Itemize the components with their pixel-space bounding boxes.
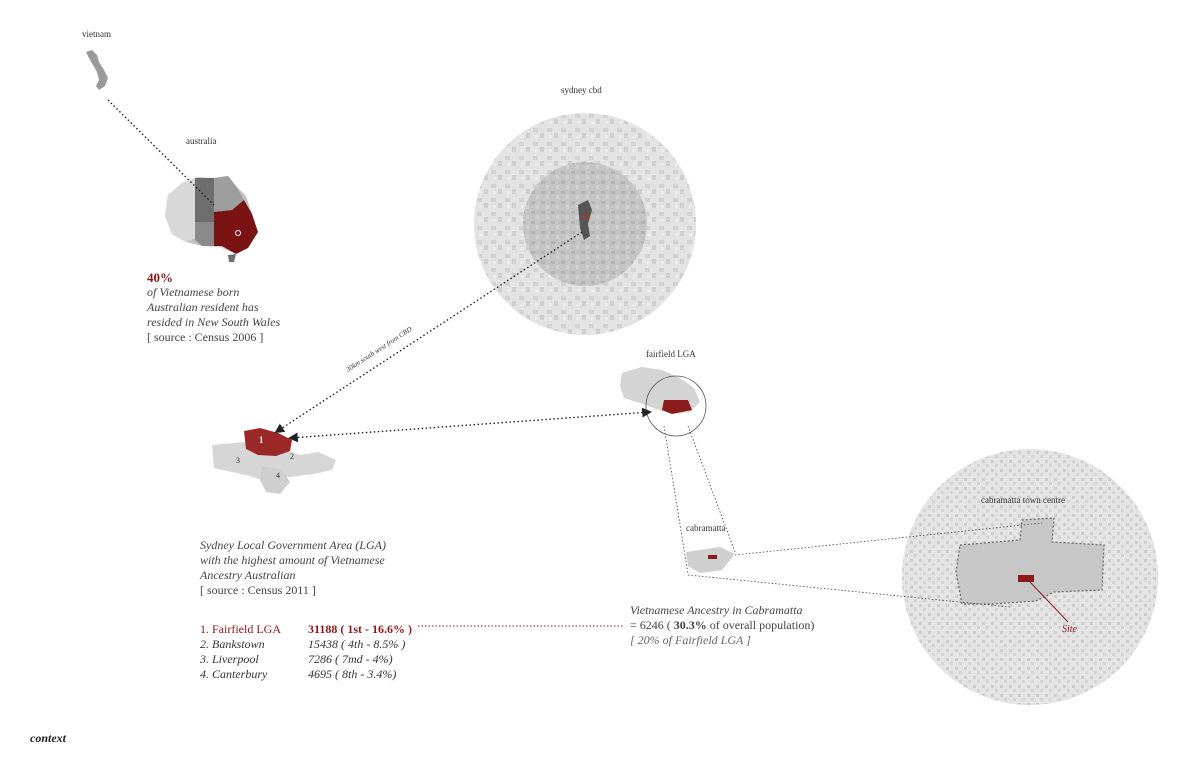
vietnam-map: [86, 50, 108, 90]
cabramatta-town-centre-map: [902, 449, 1158, 705]
ranking-value: 31188 ( 1st - 16.6% ): [308, 622, 412, 636]
lga-number-1: 1: [259, 435, 264, 445]
vietnam-label: vietnam: [82, 29, 111, 39]
cabramatta-town-centre-label: cabramatta town centre: [981, 495, 1065, 505]
lga-stat: Sydney Local Government Area (LGA) with …: [200, 538, 386, 598]
ranking-value: 7286 ( 7md - 4%): [308, 652, 393, 666]
ranking-name: 1. Fairfield LGA: [200, 622, 281, 636]
lga-stat-source: [ source : Census 2011 ]: [200, 583, 316, 597]
lga-stat-line2: with the highest amount of Vietnamese: [200, 553, 385, 567]
context-title: context: [30, 731, 66, 745]
lga-stat-line1: Sydney Local Government Area (LGA): [200, 538, 386, 552]
cabramatta-stat-line1: Vietnamese Ancestry in Cabramatta: [630, 603, 803, 617]
australia-stat-percent: 40%: [147, 270, 173, 285]
sydney-cbd-label: sydney cbd: [561, 85, 602, 95]
australia-label: australia: [186, 136, 217, 146]
australia-stat-line3: resided in New South Wales: [147, 315, 281, 329]
ranking-value: 4695 ( 8th - 3.4%): [308, 667, 397, 681]
lga-number-2: 2: [290, 452, 294, 461]
cabramatta-stat-line2: = 6246 ( 30.3% of overall population): [630, 618, 814, 633]
ranking-name: 2. Bankstown: [200, 637, 265, 651]
cabramatta-stat: Vietnamese Ancestry in Cabramatta = 6246…: [630, 603, 814, 648]
fairfield-lga-map: [620, 367, 707, 437]
lga-number-3: 3: [236, 456, 240, 465]
route-label: 30km south west from CBD: [344, 325, 414, 374]
cabramatta-stat-population: of overall population): [709, 618, 815, 632]
cabramatta-label: cabramatta: [686, 523, 726, 533]
australia-stat-line2: Australian resident has: [147, 300, 259, 314]
ranking-name: 4. Canterbury: [200, 667, 268, 681]
australia-stat-source: [ source : Census 2006 ]: [147, 330, 264, 344]
australia-stat-line1: of Vietnamese born: [147, 285, 240, 299]
site-label: Site: [1062, 624, 1077, 635]
cabramatta-stat-percent: 30.3%: [673, 618, 707, 632]
connector-lines: [107, 99, 652, 443]
sydney-cbd-map: [474, 113, 696, 335]
cabramatta-map: [686, 547, 735, 573]
sydney-lga-map: [212, 428, 336, 494]
lga-number-4: 4: [276, 471, 280, 480]
australia-stat: 40% of Vietnamese born Australian reside…: [147, 270, 280, 345]
lga-stat-line3: Ancestry Australian: [200, 568, 296, 582]
ranking-value: 15438 ( 4th - 8.5% ): [308, 637, 406, 651]
ranking-name: 3. Liverpool: [200, 652, 259, 666]
cabramatta-stat-line3: [ 20% of Fairfield LGA ]: [630, 633, 751, 647]
fairfield-lga-label: fairfield LGA: [646, 349, 696, 359]
cabramatta-stat-count: = 6246 (: [630, 618, 671, 632]
australia-map: [165, 176, 258, 262]
